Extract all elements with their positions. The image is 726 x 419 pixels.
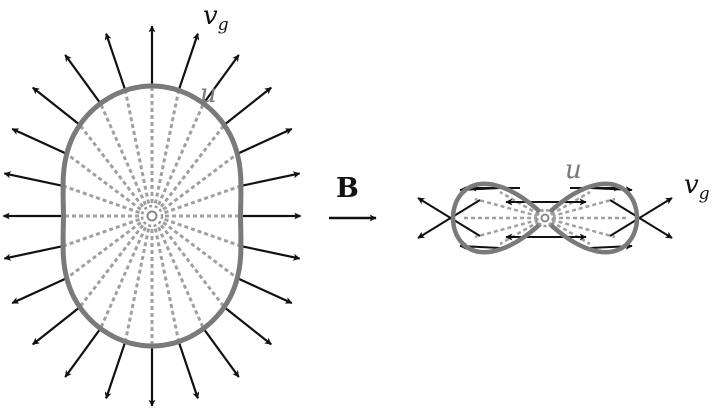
left-vg-arrow-2: [236, 127, 293, 155]
left-ray-8: [99, 102, 147, 206]
right-ray-1: [474, 197, 546, 220]
left-ray-21: [160, 224, 226, 309]
left-vg-arrow-4: [202, 54, 240, 105]
left-ray-20: [157, 226, 205, 330]
label-field-B: B: [336, 173, 359, 204]
left-phase-velocity-curve: [60, 83, 244, 349]
left-vg-arrow-15: [32, 306, 81, 346]
left-vg-arrow-16: [64, 327, 102, 378]
left-radial-rays: [62, 86, 242, 346]
label-vg-left: vg: [203, 1, 229, 35]
left-ray-17: [123, 228, 151, 342]
right-vg-arrow-8: [417, 199, 481, 239]
left-vg-arrow-8: [64, 54, 102, 105]
right-panel-with-field: u vg: [417, 155, 710, 255]
right-vg-arrow-10: [417, 197, 481, 237]
left-vg-arrow-1: [240, 171, 301, 187]
right-vg-arrow-9: [609, 199, 673, 239]
left-vg-arrow-9: [32, 86, 81, 126]
right-ray-8: [544, 197, 616, 220]
left-ray-5: [153, 90, 181, 204]
left-ray-2: [162, 152, 239, 211]
left-ray-4: [157, 102, 205, 206]
left-vg-arrow-11: [3, 171, 64, 187]
left-ray-10: [65, 152, 142, 211]
label-vg-right: vg: [684, 170, 710, 204]
left-vg-arrow-7: [104, 32, 127, 91]
left-vg-arrow-22: [236, 277, 293, 305]
right-vg-arrow-11: [609, 197, 673, 237]
left-ray-9: [78, 123, 144, 208]
left-panel-undisturbed: vg u: [2, 1, 302, 407]
left-vg-arrow-13: [3, 245, 64, 261]
left-ray-22: [162, 221, 239, 280]
left-vg-arrow-10: [11, 127, 68, 155]
right-origin-mark: [535, 208, 555, 228]
left-vg-arrow-23: [240, 245, 301, 261]
left-vg-arrow-3: [223, 86, 272, 126]
left-vg-arrow-21: [223, 306, 272, 346]
left-vg-arrow-5: [177, 32, 200, 91]
right-ray-2: [474, 216, 546, 239]
left-origin-mark: [140, 204, 164, 228]
right-ray-9: [544, 216, 616, 239]
left-ray-14: [65, 221, 142, 280]
left-ray-3: [160, 123, 226, 208]
left-ray-16: [99, 226, 147, 330]
field-transition: B: [329, 173, 377, 222]
right-phase-velocity-curve: [450, 181, 640, 255]
label-u-left: u: [200, 79, 217, 109]
left-ray-15: [78, 224, 144, 309]
left-vg-arrow-14: [11, 277, 68, 305]
left-vg-arrow-19: [177, 341, 200, 400]
left-vg-arrow-17: [104, 341, 127, 400]
left-vg-arrow-20: [202, 327, 240, 378]
label-u-right: u: [565, 155, 582, 185]
left-ray-7: [123, 90, 151, 204]
right-group-velocity-arrows: [417, 184, 673, 250]
left-ray-19: [153, 228, 181, 342]
left-group-velocity-arrows: [2, 25, 302, 407]
